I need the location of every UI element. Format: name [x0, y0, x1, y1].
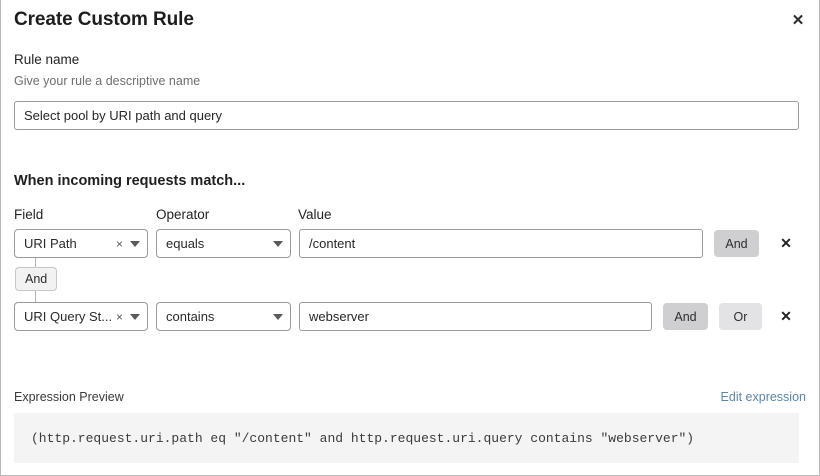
- connector-line-bottom: [35, 291, 36, 302]
- page-title: Create Custom Rule: [14, 9, 194, 30]
- field-select-row-1[interactable]: URI Path ×: [14, 229, 148, 258]
- field-column-label: Field: [14, 207, 44, 222]
- field-select-value-row-1: URI Path: [24, 236, 77, 251]
- chevron-down-icon-operator-row-1: [273, 240, 283, 247]
- expression-preview-text: (http.request.uri.path eq "/content" and…: [31, 430, 695, 446]
- expression-preview-label: Expression Preview: [14, 390, 124, 404]
- value-input-row-1[interactable]: [299, 229, 703, 258]
- rule-name-input[interactable]: [14, 101, 799, 130]
- connector-line-top: [35, 258, 36, 267]
- or-button-row-2[interactable]: Or: [719, 303, 762, 330]
- and-button-row-1[interactable]: And: [714, 230, 759, 257]
- operator-select-value-row-1: equals: [166, 236, 205, 251]
- chevron-down-icon-row-2: [130, 313, 140, 320]
- clear-icon-row-2[interactable]: ×: [115, 309, 123, 324]
- value-column-label: Value: [298, 207, 332, 222]
- rule-name-label: Rule name: [14, 52, 80, 67]
- operator-select-value-row-2: contains: [166, 309, 215, 324]
- expression-preview-box: (http.request.uri.path eq "/content" and…: [14, 413, 799, 463]
- edit-expression-link[interactable]: Edit expression: [720, 390, 806, 404]
- field-select-row-2[interactable]: URI Query St... ×: [14, 302, 148, 331]
- chevron-down-icon-operator-row-2: [273, 313, 283, 320]
- value-input-row-2[interactable]: [299, 302, 652, 331]
- field-select-value-row-2: URI Query St...: [24, 309, 113, 324]
- delete-row-button-row-1[interactable]: ✕: [775, 232, 797, 254]
- rule-name-help-text: Give your rule a descriptive name: [14, 74, 201, 88]
- operator-select-row-1[interactable]: equals: [156, 229, 291, 258]
- delete-row-button-row-2[interactable]: ✕: [775, 305, 797, 327]
- operator-column-label: Operator: [156, 207, 210, 222]
- close-icon[interactable]: ✕: [786, 8, 810, 32]
- operator-select-row-2[interactable]: contains: [156, 302, 291, 331]
- clear-icon-row-1[interactable]: ×: [115, 236, 123, 251]
- and-button-row-2[interactable]: And: [663, 303, 708, 330]
- chevron-down-icon-row-1: [130, 240, 140, 247]
- match-section-heading: When incoming requests match...: [14, 173, 246, 189]
- group-connector-and-badge[interactable]: And: [15, 267, 58, 291]
